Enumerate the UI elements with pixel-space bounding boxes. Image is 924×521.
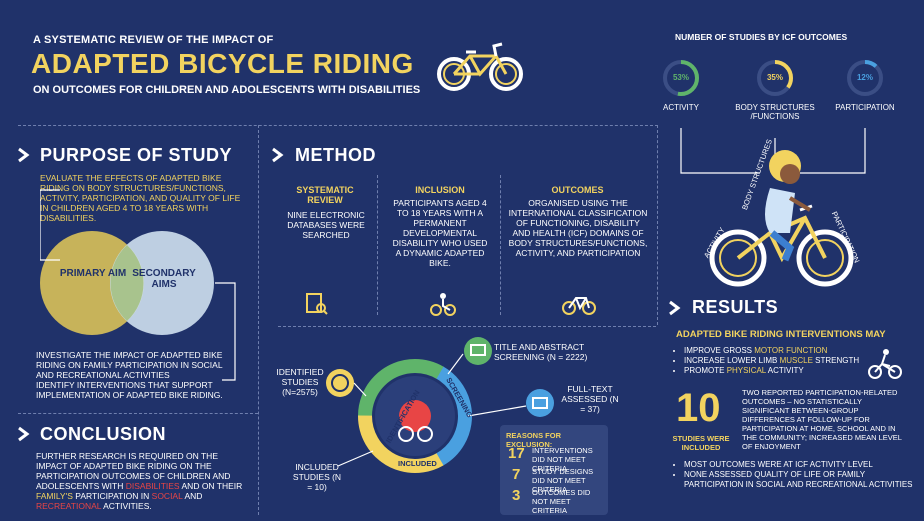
exclusion-reason-2: STUDY DESIGNS DID NOT MEET CRITERIA xyxy=(532,467,594,494)
title-line3: ON OUTCOMES FOR CHILDREN AND ADOLESCENTS… xyxy=(33,84,421,96)
secondary-aim-2: IDENTIFY INTERVENTIONS THAT SUPPORT IMPL… xyxy=(36,380,223,400)
highlight-disabilities: DISABILITIES xyxy=(125,481,180,491)
exclusion-count-1: 17 xyxy=(508,445,525,462)
participation-outcomes: TWO REPORTED PARTICIPATION-RELATED OUTCO… xyxy=(742,388,902,451)
icf-pct-participation: 12% xyxy=(856,73,873,82)
results-heading: RESULTS xyxy=(692,297,779,317)
icf-label-activity: ACTIVITY xyxy=(662,103,699,112)
icf-label-body: BODY STRUCTURES /FUNCTIONS xyxy=(735,103,815,121)
icf-title: NUMBER OF STUDIES BY ICF OUTCOMES xyxy=(675,32,848,42)
icf-label-participation: PARTICIPATION xyxy=(835,103,895,112)
aims-venn xyxy=(40,231,214,335)
exclusion-title: REASONS FOR EXCLUSION: xyxy=(506,431,562,449)
result-item: NONE ASSESSED QUALITY OF LIFE OR FAMILY … xyxy=(684,470,914,490)
icf-pct-activity: 53% xyxy=(672,73,689,82)
child-bike-icon xyxy=(868,349,902,379)
method-col-text-3: ORGANISED USING THE INTERNATIONAL CLASSI… xyxy=(508,198,648,258)
ring-label-included: INCLUDED xyxy=(398,459,437,468)
aims-connectors xyxy=(40,189,236,381)
result-item: PROMOTE PHYSICAL ACTIVITY xyxy=(684,366,884,376)
main-title: ADAPTED BICYCLE RIDING xyxy=(31,48,414,79)
icf-ring-body xyxy=(757,60,793,96)
icf-ring-participation xyxy=(847,60,883,96)
chevron-right-icon xyxy=(18,426,30,442)
divider xyxy=(657,125,658,325)
method-col-text-2: PARTICIPANTS AGED 4 TO 18 YEARS WITH A P… xyxy=(392,198,488,268)
flow-identified: IDENTIFIED STUDIES (N=2575) xyxy=(276,367,324,397)
child-bike-illustration xyxy=(709,150,854,287)
conclusion-text: FURTHER RESEARCH IS REQUIRED ON THE IMPA… xyxy=(36,451,243,511)
wheelchair-bike-icon xyxy=(430,293,456,316)
flow-title-screening: TITLE AND ABSTRACT SCREENING (N = 2222) xyxy=(494,342,588,362)
results-list: IMPROVE GROSS MOTOR FUNCTION INCREASE LO… xyxy=(672,346,884,376)
purpose-heading: PURPOSE OF STUDY xyxy=(40,145,233,165)
method-col-title-2: INCLUSION xyxy=(415,185,465,195)
method-col-title-1: SYSTEMATIC REVIEW xyxy=(296,185,354,205)
divider xyxy=(18,413,258,414)
bicycle-illustration xyxy=(437,42,523,91)
divider xyxy=(258,125,259,515)
bicycle-icon xyxy=(562,297,596,315)
chevron-right-icon xyxy=(18,147,30,163)
divider xyxy=(278,326,656,327)
highlight-social: SOCIAL xyxy=(151,491,183,501)
chevron-right-icon xyxy=(272,147,284,163)
result-item: INCREASE LOWER LIMB MUSCLE STRENGTH xyxy=(684,356,884,366)
studies-count-label: STUDIES WERE INCLUDED xyxy=(672,434,730,452)
icf-ring-activity xyxy=(663,60,699,96)
flow-included: INCLUDED STUDIES (N = 10) xyxy=(292,462,342,492)
primary-aim-label: PRIMARY AIM xyxy=(59,268,127,279)
exclusion-reason-1: INTERVENTIONS DID NOT MEET CRITERIA xyxy=(532,446,593,473)
divider xyxy=(377,175,378,315)
exclusion-count-2: 7 xyxy=(512,466,521,483)
result-item: MOST OUTCOMES WERE AT ICF ACTIVITY LEVEL xyxy=(684,460,914,470)
method-col-title-3: OUTCOMES xyxy=(551,185,604,195)
secondary-aims-label: SECONDARY AIMS xyxy=(132,268,196,290)
result-item: IMPROVE GROSS MOTOR FUNCTION xyxy=(684,346,884,356)
icf-pct-body: 35% xyxy=(766,73,783,82)
highlight-recreational: RECREATIONAL xyxy=(36,501,102,511)
results-summary-list: MOST OUTCOMES WERE AT ICF ACTIVITY LEVEL… xyxy=(672,460,914,490)
divider xyxy=(500,175,501,315)
flow-diagram xyxy=(326,337,554,473)
flow-fulltext: FULL-TEXT ASSESSED (N = 37) xyxy=(561,384,619,414)
studies-count: 10 xyxy=(676,386,721,430)
conclusion-heading: CONCLUSION xyxy=(40,424,166,444)
divider xyxy=(18,125,658,126)
document-search-icon xyxy=(306,293,328,315)
purpose-text: EVALUATE THE EFFECTS OF ADAPTED BIKE RID… xyxy=(40,173,241,223)
exclusion-count-3: 3 xyxy=(512,487,521,504)
method-col-text-1: NINE ELECTRONIC DATABASES WERE SEARCHED xyxy=(287,210,365,240)
chevron-right-icon xyxy=(669,300,681,316)
highlight-family: FAMILY'S xyxy=(36,491,73,501)
title-line1: A SYSTEMATIC REVIEW OF THE IMPACT OF xyxy=(33,34,274,46)
exclusion-box: REASONS FOR EXCLUSION: 17 INTERVENTIONS … xyxy=(500,425,608,515)
secondary-aim-1: INVESTIGATE THE IMPACT OF ADAPTED BIKE R… xyxy=(36,350,223,380)
exclusion-reason-3: OUTCOMES DID NOT MEET CRITERIA xyxy=(532,488,591,515)
method-heading: METHOD xyxy=(295,145,376,165)
results-subheading: ADAPTED BIKE RIDING INTERVENTIONS MAY xyxy=(676,329,886,340)
